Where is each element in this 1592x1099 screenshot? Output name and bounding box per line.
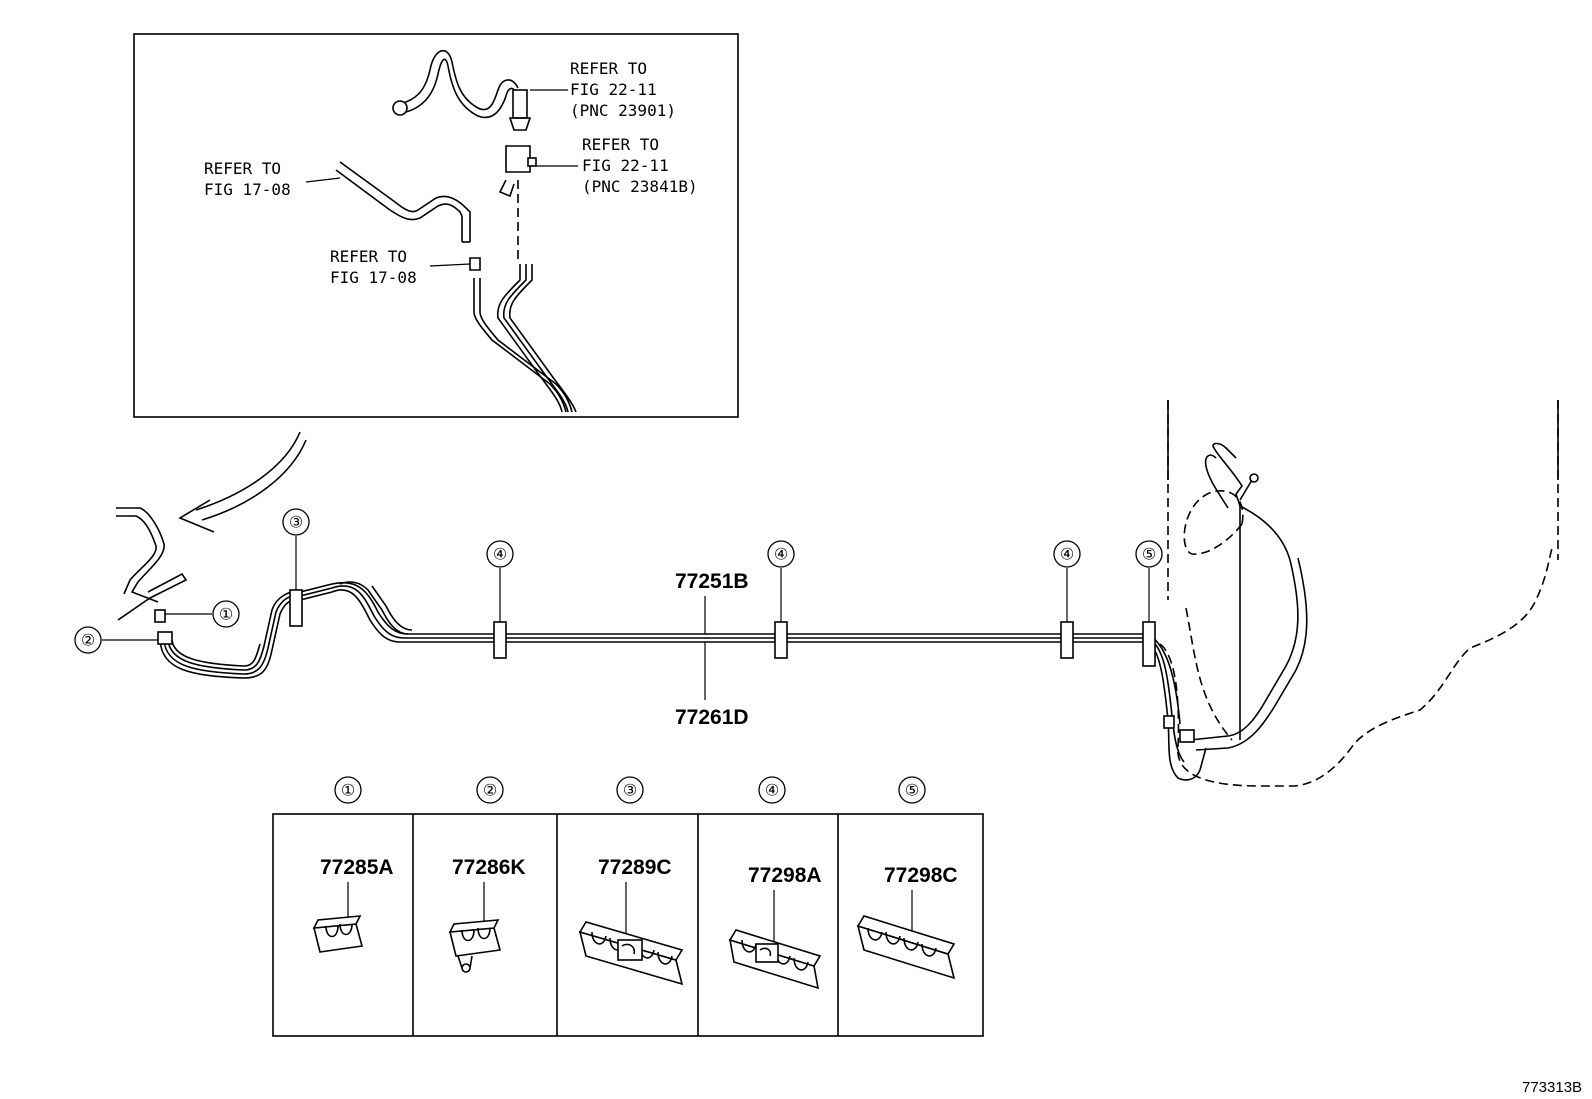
callout-4a: ④ [493,545,507,564]
table-header-3: ③ [623,781,637,800]
inset-clip-icon [469,257,481,271]
callout-3: ③ [289,513,303,532]
callout-1: ① [219,605,233,624]
part-number-77286k: 77286K [452,856,526,879]
clamp-4c-icon [1060,621,1074,659]
detail-arrow-icon [178,431,307,533]
ref-text-17-08-a: REFER TO FIG 17-08 [204,159,291,199]
ref-text-17-08-b: REFER TO FIG 17-08 [330,247,417,287]
main-callouts: ① ② ③ ④ ④ ④ ⑤ 77251B 77261D [74,508,1163,729]
clamp-1-icon [154,609,166,623]
part-number-77251b: 77251B [675,570,749,593]
clamp-5-icon [1142,621,1156,667]
clamp-77298c-icon [856,915,956,980]
callout-4c: ④ [1060,545,1074,564]
inset-frame [133,33,739,418]
clamp-4a-icon [493,621,507,659]
inset-pipe-17-08 [335,161,471,243]
callout-2: ② [81,631,95,650]
table-header-2: ② [483,781,497,800]
inset-brake-lines [473,264,577,413]
clamp-2-icon [157,631,173,645]
part-number-77289c: 77289C [598,856,672,879]
clamp-table: ① ② ③ ④ ⑤ 77285A 77286K 77289C [272,776,984,1037]
clamp-77285a-icon [312,915,364,953]
table-header-4: ④ [765,781,779,800]
clamp-77289c-icon [578,921,684,986]
clamp-77286k-icon [448,919,502,973]
clamp-77298a-icon [728,929,822,990]
part-number-77285a: 77285A [320,856,394,879]
ref-text-23901: REFER TO FIG 22-11 (PNC 23901) [570,59,676,120]
part-number-77261d: 77261D [675,706,749,729]
clamp-3-icon [289,589,303,627]
brake-tube-assembly [116,400,1559,787]
clamp-4b-icon [774,621,788,659]
inset-connector [498,145,537,262]
ref-text-23841b: REFER TO FIG 22-11 (PNC 23841B) [582,135,698,196]
callout-4b: ④ [774,545,788,564]
inset-hose-upper [392,50,532,131]
part-number-77298c: 77298C [884,864,958,887]
figure-id: 773313B [1522,1079,1582,1096]
callout-5: ⑤ [1142,545,1156,564]
tube-clamps [154,589,1156,667]
table-header-1: ① [341,781,355,800]
part-number-77298a: 77298A [748,864,822,887]
inset-detail: REFER TO FIG 22-11 (PNC 23901) REFER TO … [133,33,739,418]
hose-fitting-icon [392,100,408,116]
table-header-5: ⑤ [905,781,919,800]
